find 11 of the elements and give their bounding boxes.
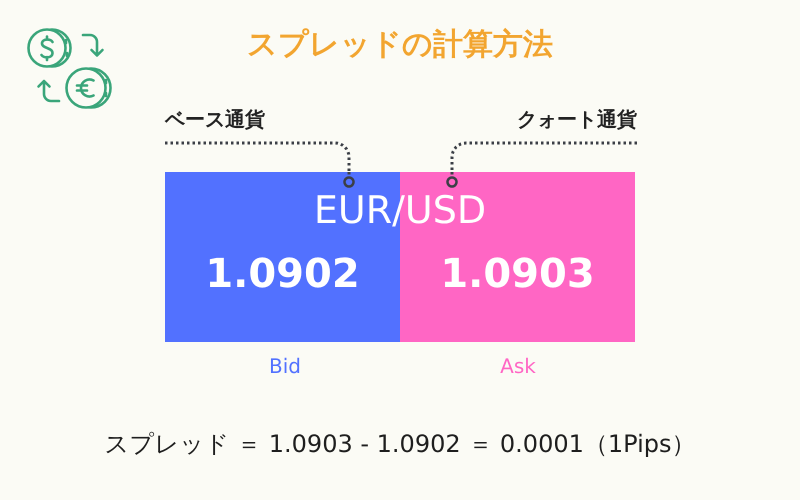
price-value: 1.0902 <box>205 250 360 298</box>
spread-formula: スプレッド ＝ 1.0903 - 1.0902 ＝ 0.0001（1Pips） <box>104 429 696 460</box>
diagram-title: スプレッドの計算方法 <box>247 26 553 64</box>
price-value: 1.0903 <box>440 250 595 298</box>
leader-line <box>446 142 637 188</box>
leader-line <box>165 142 355 188</box>
callout-label: クォート通貨 <box>517 105 637 143</box>
price-caption: Bid <box>269 354 301 378</box>
callout-label: ベース通貨 <box>165 105 265 143</box>
currency-pair-panel <box>165 172 635 342</box>
price-caption: Ask <box>500 354 536 378</box>
